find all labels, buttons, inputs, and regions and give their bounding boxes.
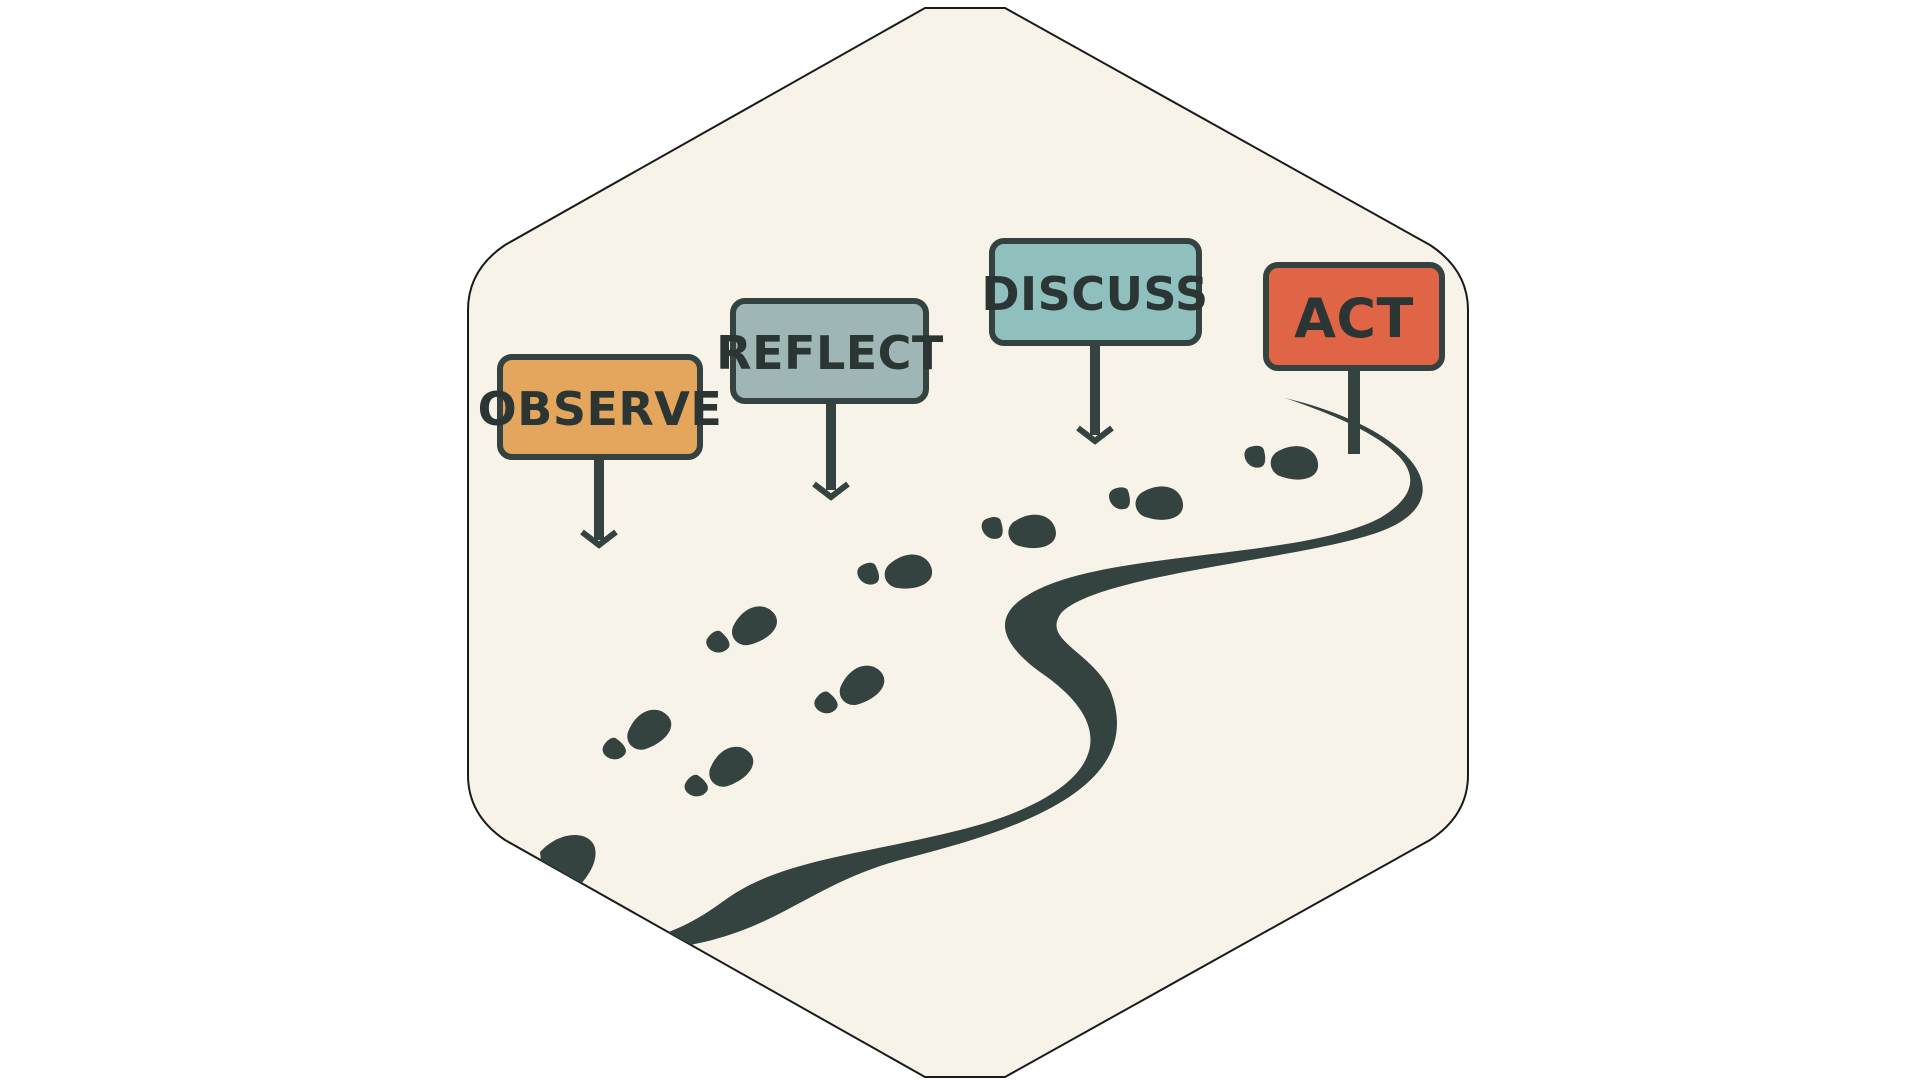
sign-act-label: ACT [1294,287,1414,350]
sign-discuss-board [989,238,1202,346]
sign-reflect-board [730,298,929,404]
sign-act: ACT [1263,262,1445,454]
sign-observe: OBSERVE [478,354,723,549]
sign-observe-label: OBSERVE [478,382,723,436]
sign-reflect: REFLECT [716,298,944,501]
sign-discuss-label: DISCUSS [981,267,1208,321]
sign-discuss: DISCUSS [981,238,1208,445]
sign-reflect-label: REFLECT [716,326,944,380]
hexagon-background [467,7,1469,1078]
sign-observe-board [497,354,703,460]
sign-act-board [1263,262,1445,371]
